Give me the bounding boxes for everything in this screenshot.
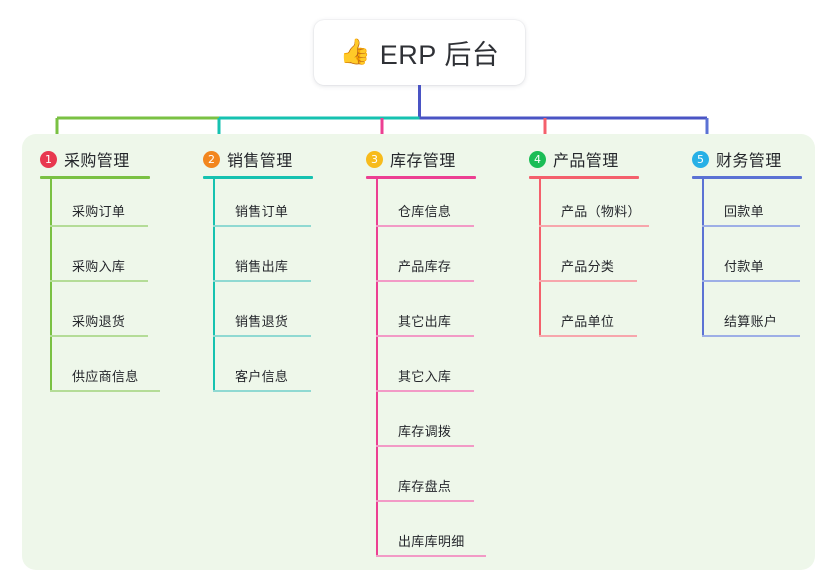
branch-panel [22,134,815,570]
leaf-item-label: 销售订单 [235,204,289,219]
leaf-item[interactable]: 其它出库 [376,307,482,341]
branch-header-underline [40,176,150,179]
leaf-item-underline [539,280,637,282]
leaf-item-label: 产品单位 [561,314,615,329]
branch-header-underline [692,176,802,179]
branch-spine [702,176,704,335]
root-node-content: 👍 ERP 后台 [340,33,500,72]
leaf-item-label: 产品库存 [398,259,452,274]
leaf-item[interactable]: 回款单 [702,197,808,231]
leaf-item-label: 出库库明细 [398,534,465,549]
leaf-item-label: 仓库信息 [398,204,452,219]
leaf-item-label: 供应商信息 [72,369,139,384]
leaf-item[interactable]: 产品单位 [539,307,645,341]
leaf-item[interactable]: 产品库存 [376,252,482,286]
leaf-item-underline [50,225,148,227]
branch-title: 销售管理 [227,153,293,170]
branch-title: 库存管理 [390,153,456,170]
leaf-item[interactable]: 采购入库 [50,252,156,286]
leaf-item[interactable]: 付款单 [702,252,808,286]
branch-header-3[interactable]: 3 库存管理 [366,147,456,171]
branch-index-badge: 4 [529,150,546,168]
leaf-item-underline [376,335,474,337]
branch-spine [50,176,52,390]
leaf-item-label: 其它出库 [398,314,452,329]
branch-index-badge: 3 [366,150,383,168]
leaf-item-label: 产品分类 [561,259,615,274]
leaf-item-underline [213,335,311,337]
leaf-item[interactable]: 供应商信息 [50,362,160,396]
leaf-item-underline [376,500,474,502]
root-node-title: ERP 后台 [379,40,500,70]
branch-index-badge: 5 [692,150,709,168]
leaf-item-underline [702,225,800,227]
branch-header-4[interactable]: 4 产品管理 [529,147,619,171]
leaf-item-underline [539,225,649,227]
leaf-item-underline [50,335,148,337]
branch-columns: 1 采购管理采购订单采购入库采购退货供应商信息 2 销售管理销售订单销售出库销售退货客… [22,134,815,570]
leaf-item-label: 采购入库 [72,259,126,274]
branch-title: 采购管理 [64,153,130,170]
leaf-item[interactable]: 仓库信息 [376,197,482,231]
leaf-item-label: 产品（物料） [561,204,641,219]
branch-spine [539,176,541,335]
leaf-item-label: 采购退货 [72,314,126,329]
leaf-item-label: 结算账户 [724,314,778,329]
leaf-item[interactable]: 库存盘点 [376,472,482,506]
leaf-item-underline [213,390,311,392]
leaf-item[interactable]: 产品分类 [539,252,645,286]
leaf-item-underline [376,555,486,557]
leaf-item[interactable]: 销售出库 [213,252,319,286]
leaf-item-label: 库存调拨 [398,424,452,439]
leaf-item-underline [50,280,148,282]
leaf-item-underline [213,225,311,227]
leaf-item-label: 客户信息 [235,369,289,384]
leaf-item[interactable]: 库存调拨 [376,417,482,451]
leaf-item-label: 销售出库 [235,259,289,274]
leaf-item-underline [213,280,311,282]
leaf-item-underline [50,390,160,392]
branch-header-underline [529,176,639,179]
branch-header-5[interactable]: 5 财务管理 [692,147,782,171]
leaf-item-label: 付款单 [724,259,764,274]
leaf-item-underline [376,225,474,227]
leaf-item-label: 销售退货 [235,314,289,329]
branch-header-underline [366,176,476,179]
branch-index-badge: 2 [203,150,220,168]
root-node-card[interactable]: 👍 ERP 后台 [314,20,525,85]
branch-spine [376,176,378,555]
branch-spine [213,176,215,390]
leaf-item-underline [376,390,474,392]
leaf-item[interactable]: 结算账户 [702,307,808,341]
branch-title: 财务管理 [716,153,782,170]
branch-header-2[interactable]: 2 销售管理 [203,147,293,171]
branch-header-1[interactable]: 1 采购管理 [40,147,130,171]
leaf-item-label: 采购订单 [72,204,126,219]
leaf-item[interactable]: 销售订单 [213,197,319,231]
leaf-item[interactable]: 销售退货 [213,307,319,341]
leaf-item-underline [702,335,800,337]
leaf-item[interactable]: 出库库明细 [376,527,486,561]
leaf-item-underline [376,445,474,447]
leaf-item-label: 其它入库 [398,369,452,384]
leaf-item[interactable]: 客户信息 [213,362,319,396]
leaf-item-underline [539,335,637,337]
leaf-item[interactable]: 采购订单 [50,197,156,231]
leaf-item-underline [702,280,800,282]
leaf-item[interactable]: 产品（物料） [539,197,649,231]
leaf-item-label: 库存盘点 [398,479,452,494]
branch-header-underline [203,176,313,179]
thumbs-up-icon: 👍 [339,38,371,66]
leaf-item-underline [376,280,474,282]
branch-index-badge: 1 [40,150,57,168]
leaf-item-label: 回款单 [724,204,764,219]
branch-title: 产品管理 [553,153,619,170]
leaf-item[interactable]: 其它入库 [376,362,482,396]
leaf-item[interactable]: 采购退货 [50,307,156,341]
